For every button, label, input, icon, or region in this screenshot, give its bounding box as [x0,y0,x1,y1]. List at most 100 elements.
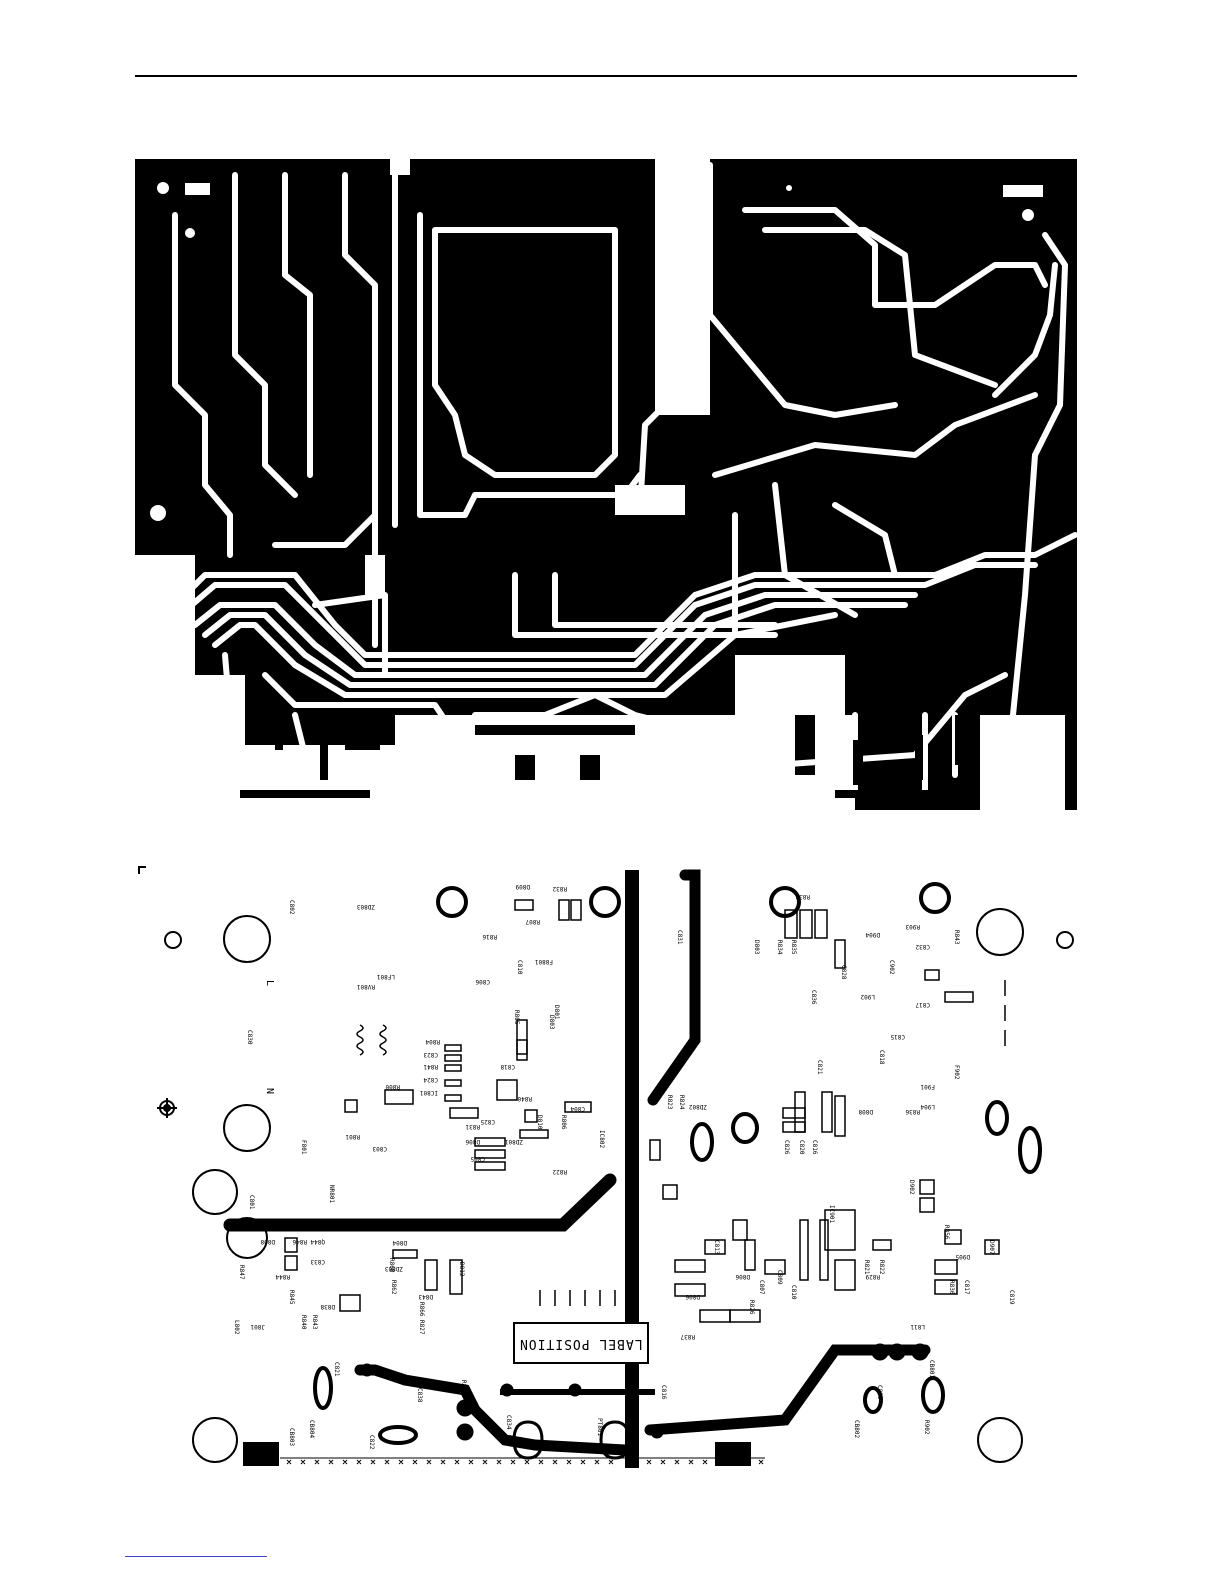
designator: R805 [513,1010,520,1025]
designator: RV801 [356,983,375,990]
designator: CB803 [288,1428,295,1447]
designator: C802 [288,900,295,915]
designator: C822 [368,1435,375,1450]
label-position-text: LABEL POSITION [519,1335,643,1351]
designator: C810 [790,1285,797,1300]
designator: R841 [423,1063,438,1070]
designator: C818 [878,1050,885,1065]
designator: C803 [372,1145,387,1152]
designator: C828 [840,965,847,980]
designator: F801 [300,1140,307,1155]
designator: F8801 [534,958,553,965]
designator: R843 [311,1315,318,1330]
designator: R816 [482,933,497,940]
designator: R866 [418,1302,425,1317]
designator: C804 [570,1105,585,1112]
designator: C826 [783,1140,790,1155]
designator: C824 [423,1076,438,1083]
designator: R829 [865,1273,880,1280]
designator: R822 [552,1168,567,1175]
designator: R903 [905,923,920,930]
designator: D803 [753,940,760,955]
designator: C801 [248,1195,255,1210]
designator: C815 [890,1033,905,1040]
designator: R807 [525,918,540,925]
designator: D843 [418,1293,433,1300]
designator: C806 [475,978,490,985]
designator: CB801 [928,1360,935,1379]
designator: L802 [233,1320,240,1335]
designator: IC901 [828,1205,835,1224]
designator: R831 [465,1123,480,1130]
designator: C821 [816,1060,823,1075]
designator: R832 [552,885,567,892]
crop-mark [138,866,146,874]
designator: ZD803 [356,903,375,910]
designator: ZD802 [688,1103,707,1110]
designator: R823 [666,1095,673,1110]
designator: R840 [517,1095,532,1102]
designator: L904 [920,1103,935,1110]
designator: R835 [790,940,797,955]
designator: C820 [876,1385,883,1400]
designator: C819 [1008,1290,1015,1305]
designator: C809 [776,1270,783,1285]
designator: D803 [548,1015,555,1030]
designator: D806 [735,1273,750,1280]
designator: D904 [865,931,880,938]
designator: C836 [810,990,817,1005]
designator: C834 [505,1415,512,1430]
designator: R840 [300,1315,307,1330]
designator: Q844 [310,1238,325,1245]
designator: L811 [910,1323,925,1330]
designator: C833 [310,1258,325,1265]
designator: D804 [392,1239,407,1246]
designator: JS17 [290,1223,305,1230]
silkscreen-layer: LABEL POSITION ZD803 RV801 LF801 C802 L … [135,840,1077,1468]
designator: D838 [320,1303,335,1310]
designator: R800 [385,1083,400,1090]
designator: R862 [390,1280,397,1295]
designator: C813 [713,1240,720,1255]
designator: R824 [678,1095,685,1110]
designator: CB802 [853,1420,860,1439]
designator: C902 [888,960,895,975]
designator: F901 [920,1083,935,1090]
designator: R833 [795,893,810,900]
designator: R827 [418,1320,425,1335]
designator: D905 [955,1253,970,1260]
designator: C821 [333,1362,340,1377]
designator: D806 [465,1138,480,1145]
designator: C825 [480,1118,495,1125]
designator: C831 [676,930,683,945]
designator: D806 [685,1293,700,1300]
designator: C818 [500,1063,515,1070]
designator: C807 [758,1280,765,1295]
designator: CB804 [308,1420,315,1439]
designator: R902 [923,1420,930,1435]
designator: N [264,1088,275,1095]
designator: C816 [660,1385,667,1400]
designator: IC801 [419,1089,438,1096]
designator: D812 [458,1262,465,1277]
designator: R838 [460,1380,467,1395]
designator: F902 [953,1065,960,1080]
designator: R856 [943,1225,950,1240]
designator: R836 [948,1280,955,1295]
designator: J801 [250,1323,265,1330]
designator: R804 [425,1038,440,1045]
footer-rule [125,1556,267,1557]
designator: C816 [811,1140,818,1155]
pcb-copper-layer [135,155,1077,810]
designator: L902 [860,993,875,1000]
designator: R806 [560,1115,567,1130]
designator: R844 [275,1273,290,1280]
designator: D809 [515,883,530,890]
designator: C817 [963,1280,970,1295]
designator: ZD803 [384,1265,403,1272]
designator: R834 [776,940,783,955]
designator: C823 [423,1051,438,1058]
designator: D808 [260,1238,275,1245]
designator: IC802 [598,1130,605,1149]
designator: D808 [858,1108,873,1115]
